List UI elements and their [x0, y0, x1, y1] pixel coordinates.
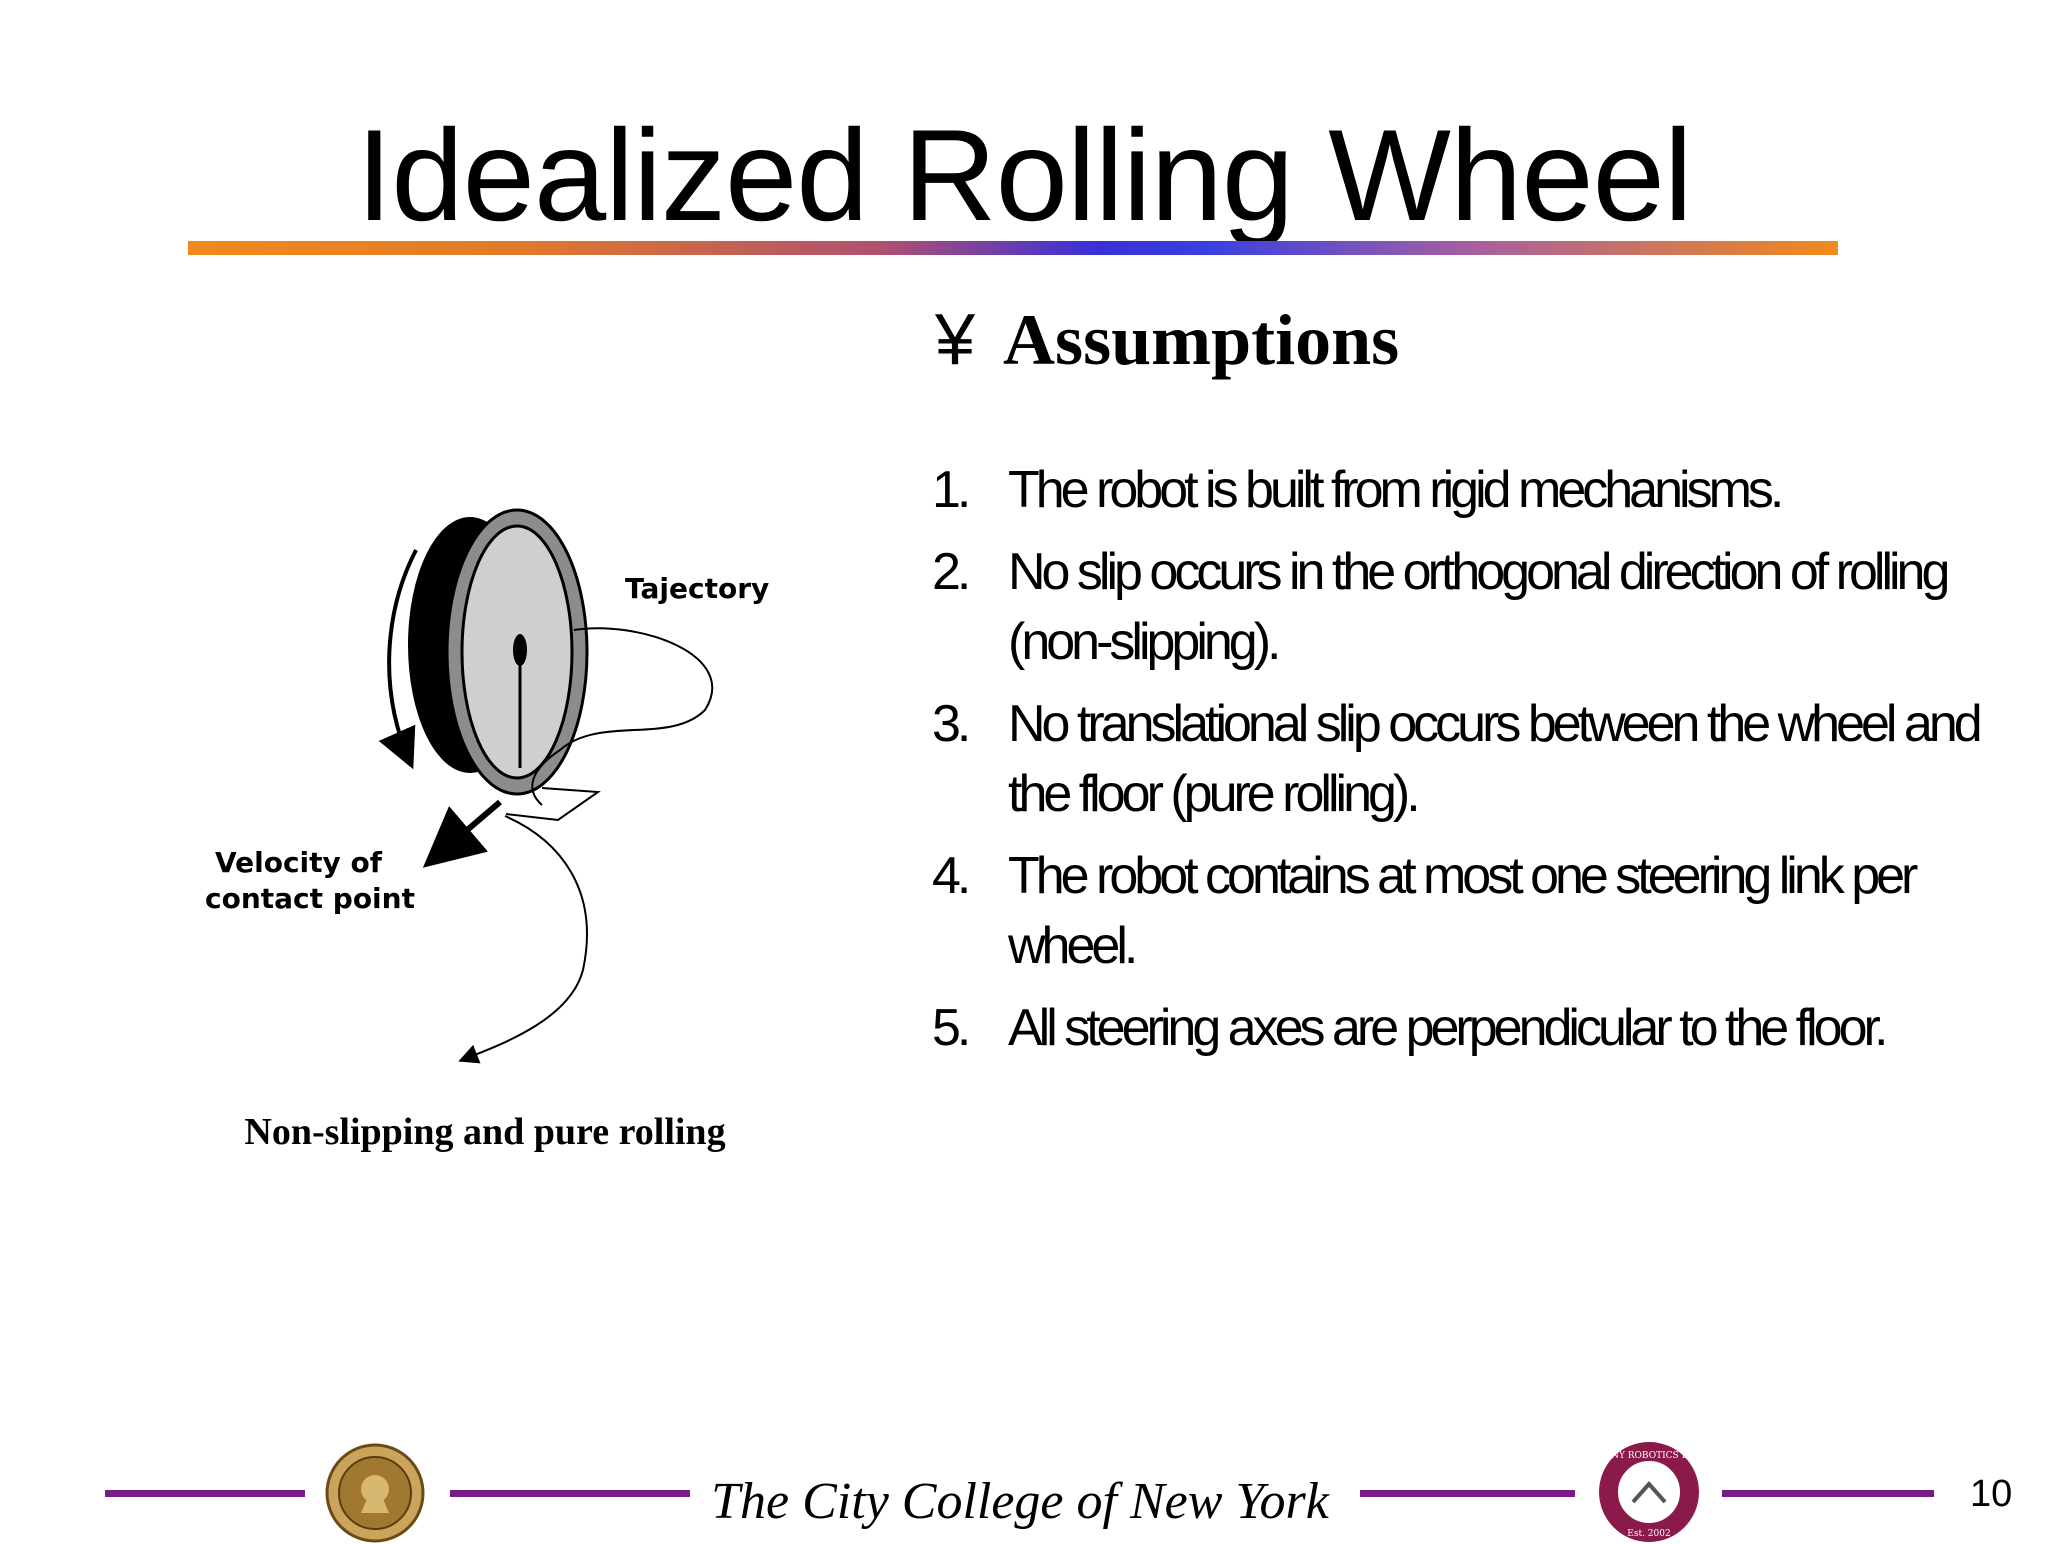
- assumption-item: 5.All steering axes are perpendicular to…: [932, 999, 1888, 1057]
- assumption-item: 3.No translational slip occurs between t…: [932, 695, 1983, 823]
- trajectory-label: Tajectory: [625, 572, 769, 605]
- assumption-item: 1.The robot is built from rigid mechanis…: [932, 461, 1784, 519]
- institution-name: The City College of New York: [711, 1473, 1329, 1530]
- velocity-label-line2: contact point: [205, 882, 415, 915]
- footer-line-left: [105, 1490, 305, 1497]
- path-curve: [458, 815, 588, 1064]
- footer-line-mid-right: [1360, 1490, 1575, 1497]
- assumptions-list: 1.The robot is built from rigid mechanis…: [932, 455, 1992, 1075]
- footer-line-mid-left: [450, 1490, 690, 1497]
- lab-seal-top-text: CCNY ROBOTICS LAB: [1597, 1451, 1701, 1461]
- title-underline: [188, 241, 1838, 255]
- wheel-hub: [513, 634, 527, 666]
- footer-line-right: [1722, 1490, 1934, 1497]
- velocity-arrow-icon: [422, 799, 502, 868]
- robotics-lab-seal-icon: CCNY ROBOTICS LAB Est. 2002: [1597, 1442, 1701, 1542]
- assumption-item: 4.The robot contains at most one steerin…: [932, 847, 1918, 975]
- rolling-wheel-diagram: Tajectory Velocity of contact point: [205, 508, 769, 1064]
- slide-title: Idealized Rolling Wheel: [356, 102, 1693, 248]
- assumptions-heading: ¥ Assumptions: [935, 300, 1399, 380]
- assumptions-heading-text: Assumptions: [1003, 300, 1400, 380]
- yen-bullet-icon: ¥: [935, 300, 976, 380]
- college-seal-icon: [325, 1443, 425, 1543]
- rotation-arrow-icon: [378, 549, 418, 770]
- figure-caption: Non-slipping and pure rolling: [244, 1111, 726, 1153]
- lab-seal-bottom-text: Est. 2002: [1627, 1529, 1670, 1539]
- velocity-label-line1: Velocity of: [215, 846, 383, 879]
- page-number: 10: [1970, 1473, 2013, 1515]
- assumption-item: 2.No slip occurs in the orthogonal direc…: [932, 543, 1950, 671]
- trajectory-curve: [531, 627, 714, 806]
